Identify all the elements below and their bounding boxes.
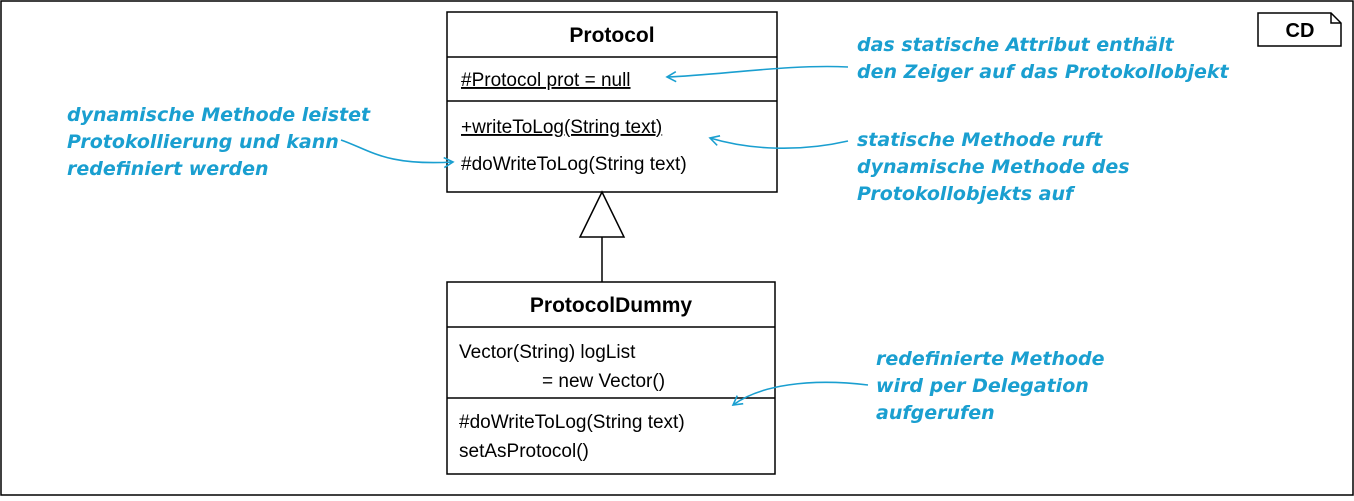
class-protocol: Protocol #Protocol prot = null +writeToL… [446, 11, 778, 193]
note-static-attribute-line-2: den Zeiger auf das Protokollobjekt [857, 61, 1229, 83]
note-redefined-method-line-3: aufgerufen [876, 402, 995, 424]
note-redefined-method-line-1: redefinierte Methode [876, 348, 1105, 370]
tag-shape [1257, 12, 1342, 47]
note-static-attribute: das statische Attribut enthält den Zeige… [665, 34, 1229, 83]
attr-prot: #Protocol prot = null [461, 70, 631, 91]
generalization-triangle [578, 190, 626, 238]
attr-log-list: Vector(String) logList [459, 342, 636, 363]
generalization-arrow [578, 190, 626, 282]
method-dummy-do-write-to-log: #doWriteToLog(String text) [459, 412, 685, 433]
attr-log-list-init: = new Vector() [542, 371, 665, 392]
note-static-method-line-3: Protokollobjekts auf [857, 183, 1076, 205]
class-protocol-dummy: ProtocolDummy Vector(String) logList = n… [446, 281, 776, 475]
note-static-method: statische Methode ruft dynamische Method… [708, 129, 1130, 205]
method-write-to-log: +writeToLog(String text) [461, 117, 662, 138]
note-static-method-line-2: dynamische Methode des [857, 156, 1130, 178]
class-dummy-box [446, 281, 776, 475]
class-protocol-name: Protocol [569, 24, 654, 47]
note-static-method-arrow [708, 135, 849, 149]
tag-label: CD [1286, 20, 1315, 42]
note-dynamic-method-arrow [340, 139, 455, 169]
class-protocol-box [446, 11, 778, 193]
class-dummy-name: ProtocolDummy [530, 294, 693, 317]
note-dynamic-method-line-3: redefiniert werden [67, 158, 269, 180]
note-redefined-method-line-2: wird per Delegation [876, 375, 1089, 397]
note-dynamic-method-line-1: dynamische Methode leistet [67, 104, 371, 126]
note-dynamic-method: dynamische Methode leistet Protokollieru… [67, 104, 455, 180]
method-set-as-protocol: setAsProtocol() [459, 441, 589, 462]
note-redefined-method-arrow [731, 381, 869, 406]
diagram-type-tag: CD [1257, 12, 1342, 47]
method-do-write-to-log: #doWriteToLog(String text) [461, 154, 687, 175]
note-dynamic-method-line-2: Protokollierung und kann [67, 131, 339, 153]
tag-fold [1330, 13, 1341, 24]
note-static-attribute-arrow [665, 65, 849, 83]
note-static-method-line-1: statische Methode ruft [857, 129, 1103, 151]
note-static-attribute-line-1: das statische Attribut enthält [857, 34, 1175, 56]
note-redefined-method: redefinierte Methode wird per Delegation… [731, 348, 1105, 424]
